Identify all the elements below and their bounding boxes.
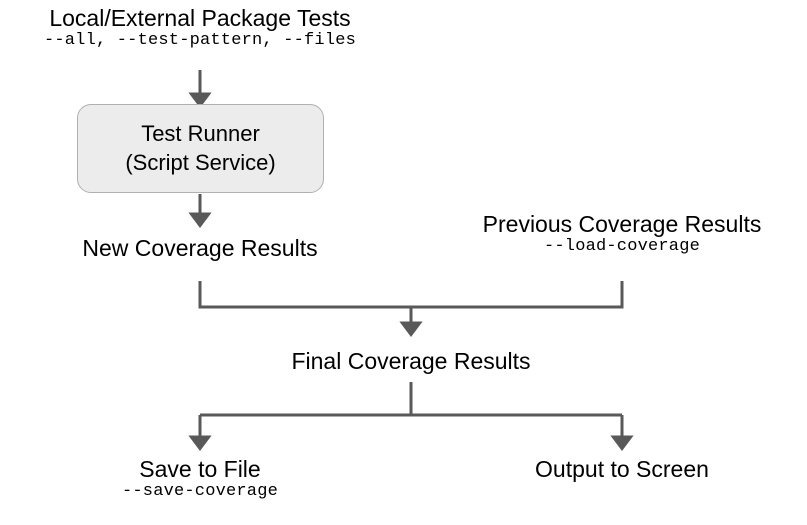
previous-coverage-results-flags: --load-coverage: [543, 237, 701, 257]
test-runner-box[interactable]: Test Runner (Script Service): [77, 104, 324, 193]
test-runner-line-2: (Script Service): [125, 149, 276, 175]
final-coverage-results-title: Final Coverage Results: [291, 348, 531, 374]
test-runner-line-1: Test Runner: [141, 121, 260, 147]
node-output-to-screen: Output to Screen: [502, 457, 742, 481]
save-to-file-title: Save to File: [139, 456, 261, 482]
new-coverage-results-title: New Coverage Results: [82, 235, 318, 261]
input-tests-flags: --all, --test-pattern, --files: [43, 31, 357, 51]
node-previous-coverage-results: Previous Coverage Results --load-coverag…: [440, 212, 804, 256]
node-final-coverage-results: Final Coverage Results: [246, 349, 576, 373]
node-input-tests: Local/External Package Tests --all, --te…: [0, 6, 400, 50]
edge-merge-bracket: [198, 281, 624, 309]
node-new-coverage-results: New Coverage Results: [40, 236, 360, 260]
node-save-to-file: Save to File --save-coverage: [80, 457, 320, 501]
output-to-screen-title: Output to Screen: [535, 456, 709, 482]
input-tests-title: Local/External Package Tests: [49, 5, 351, 31]
previous-coverage-results-title: Previous Coverage Results: [482, 211, 762, 237]
save-to-file-flags: --save-coverage: [121, 482, 279, 502]
